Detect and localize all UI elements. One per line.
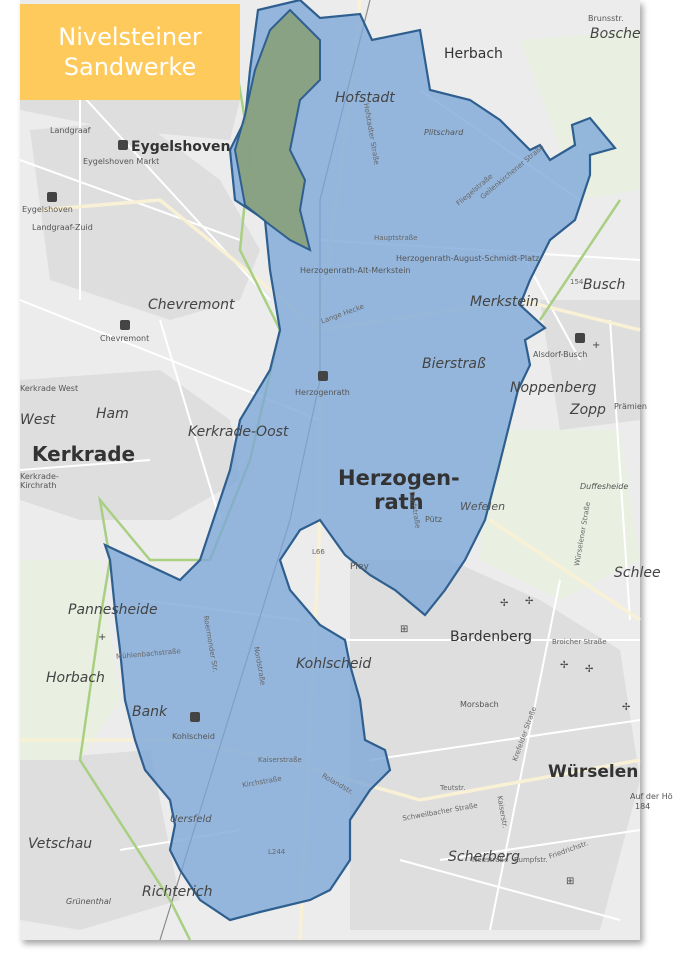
label-herzogenrath-alt-merkstein: Herzogenrath-Alt-Merkstein — [300, 266, 411, 275]
road-broicher: Broicher Straße — [552, 638, 607, 646]
label-hof-auf-der: Auf der Hö — [630, 792, 673, 801]
map-canvas[interactable] — [19, 0, 641, 941]
wind-turbine-icon: ✢ — [560, 660, 569, 671]
road-l66: L66 — [312, 548, 325, 556]
label-gruenenthal: Grünenthal — [66, 897, 111, 906]
cross-icon: + — [592, 340, 601, 351]
label-pramien: Prämien — [614, 402, 647, 411]
label-kohlscheid: Kohlscheid — [296, 656, 372, 672]
label-herzogenrath-station: Herzogenrath — [295, 388, 350, 397]
road-teutstr: Teutstr. — [440, 784, 466, 792]
map-markers — [47, 140, 585, 722]
hospital-icon: ⊞ — [566, 876, 575, 887]
label-richterich: Richterich — [142, 884, 213, 900]
label-kerkrade-oost: Kerkrade-Oost — [188, 424, 289, 440]
wind-turbine-icon: ✢ — [622, 702, 631, 713]
label-n184: 184 — [635, 802, 651, 811]
urban-areas — [20, 20, 640, 930]
label-kerkrade: Kerkrade — [32, 442, 136, 466]
label-morsbach: Morsbach — [460, 700, 499, 709]
map-title-line2: Sandwerke — [63, 53, 197, 81]
map-view[interactable]: Herbach Bosche Brunsstr. Hofstadt Landgr… — [19, 0, 673, 941]
road-neustrasse: Neustraße — [472, 856, 509, 864]
label-wefelen: Wefelen — [460, 500, 506, 513]
label-eygelshoven-station: Eygelshoven — [22, 205, 73, 214]
label-herzogenrath-as-platz: Herzogenrath-August-Schmidt-Platz — [396, 254, 540, 263]
green-areas — [20, 30, 640, 760]
label-puetz: Pütz — [425, 515, 443, 524]
map-title: Nivelsteiner Sandwerke — [20, 4, 240, 100]
label-bardenberg: Bardenberg — [450, 629, 532, 645]
hospital-icon: ⊞ — [400, 624, 409, 635]
label-horbach: Horbach — [46, 670, 105, 686]
label-vetschau: Vetschau — [28, 836, 93, 852]
label-merkstein: Merkstein — [470, 294, 539, 310]
label-alsdorf-busch: Alsdorf-Busch — [533, 350, 588, 359]
cross-icon: + — [98, 632, 107, 643]
wind-turbine-icon: ✢ — [500, 598, 509, 609]
label-chevremont: Chevremont — [148, 297, 235, 313]
label-ham: Ham — [96, 406, 129, 422]
label-pley: Pley — [350, 562, 369, 572]
label-chevremont-station: Chevremont — [100, 334, 150, 343]
label-eygelshoven: Eygelshoven — [131, 139, 231, 155]
label-hofstadt: Hofstadt — [335, 90, 395, 106]
label-schlee: Schlee — [614, 565, 661, 581]
label-scherberg: Scherberg — [448, 849, 520, 865]
label-noppenberg: Noppenberg — [510, 380, 597, 396]
label-herzogenrath-line1: Herzogen- — [338, 466, 460, 490]
label-kerkrade-kirchrath: Kerkrade-Kirchrath — [20, 472, 59, 490]
label-herbach: Herbach — [444, 46, 503, 62]
road-kaiserstrasse: Kaiserstraße — [258, 756, 302, 764]
label-busch: Busch — [583, 277, 626, 293]
label-herzogenrath-line2: rath — [374, 490, 424, 514]
herzogenrath-area[interactable] — [103, 0, 617, 922]
road-rumpfstr: Rumpfstr. — [514, 856, 548, 864]
wind-turbine-icon: ✢ — [585, 664, 594, 675]
label-pannesheide: Pannesheide — [68, 602, 158, 618]
label-herzogenrath: Herzogen- rath — [338, 466, 460, 514]
map-title-line1: Nivelsteiner — [58, 23, 202, 51]
label-brunsstr: Brunsstr. — [588, 14, 624, 23]
label-duffesheide: Duffesheide — [580, 482, 629, 491]
label-west: West — [20, 412, 56, 428]
label-boschel: Bosche — [590, 26, 641, 42]
road-n154: 154 — [570, 278, 584, 286]
label-landgraaf-zuid: Landgraaf-Zuid — [32, 223, 93, 232]
label-bierstrass: Bierstraß — [422, 356, 486, 372]
label-kerkrade-west: Kerkrade West — [20, 384, 79, 393]
quarry-area[interactable] — [233, 8, 321, 252]
national-border — [78, 29, 282, 941]
wind-turbine-icon: ✢ — [525, 596, 534, 607]
road-hauptstrasse: Hauptstraße — [374, 234, 418, 242]
label-landgraaf: Landgraaf — [50, 126, 91, 135]
label-eygelshoven-markt: Eygelshoven Markt — [83, 157, 160, 166]
label-wuerselen: Würselen — [548, 762, 639, 782]
road-l244: L244 — [268, 848, 286, 856]
label-bank: Bank — [132, 704, 168, 720]
label-kohlscheid-station: Kohlscheid — [172, 732, 215, 741]
label-plitschard: Plitschard — [424, 128, 464, 137]
label-zopp: Zopp — [570, 402, 606, 418]
label-uersfeld: Uersfeld — [170, 814, 212, 825]
